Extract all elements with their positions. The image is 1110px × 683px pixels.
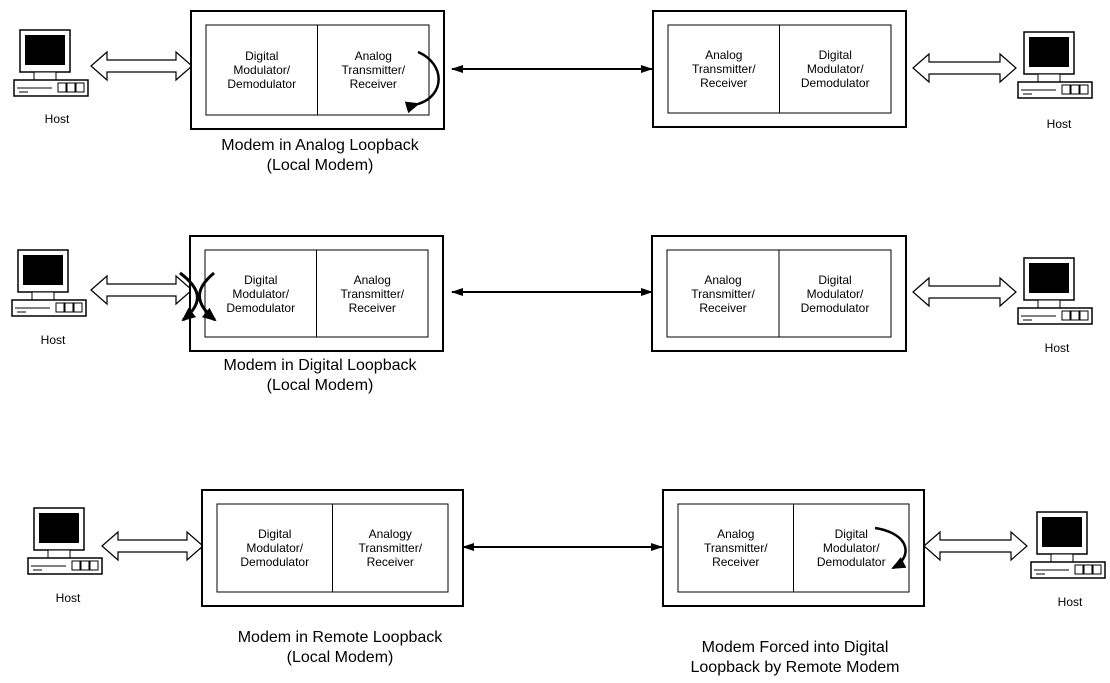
host-link-arrow-3l (101, 530, 204, 562)
caption-1-left: Modem in Analog Loopback (Local Modem) (221, 137, 419, 174)
host-link-arrow-1r (912, 52, 1017, 84)
host-label-3l: Host (55, 591, 81, 605)
loopback-curve-arrow-2a (179, 271, 199, 322)
loopback-curve-arrow-3 (874, 526, 907, 570)
host-computer-icon-2r (1017, 257, 1093, 325)
loopback-curve-arrow-2b (198, 271, 217, 322)
modem-3l-left-cell-label: Digital Modulator/ Demodulator (240, 527, 310, 569)
modem-1r-right-cell-label: Digital Modulator/ Demodulator (800, 48, 870, 90)
modem-1r-left-cell-label: Analog Transmitter/ Receiver (691, 48, 756, 90)
host-label-1l: Host (44, 112, 70, 126)
modem-2l-left-cell-label: Digital Modulator/ Demodulator (226, 272, 296, 315)
modem-1l-left-cell-label: Digital Modulator/ Demodulator (227, 49, 297, 91)
host-label-3r: Host (1057, 595, 1083, 609)
caption-2-left: Modem in Digital Loopback (Local Modem) (223, 357, 417, 394)
host-link-arrow-2r (912, 276, 1017, 308)
host-link-arrow-1l (90, 50, 193, 82)
modem-3l-right-cell-label: Analogy Transmitter/ Receiver (358, 527, 423, 569)
host-computer-icon-3l (27, 507, 103, 575)
host-label-2r: Host (1044, 341, 1070, 355)
modem-3r-left-cell-label: Analog Transmitter/ Receiver (703, 527, 768, 569)
modem-2r-right-cell-label: Digital Modulator/ Demodulator (800, 272, 870, 315)
modem-2r-left-cell-label: Analog Transmitter/ Receiver (691, 272, 755, 315)
host-label-1r: Host (1046, 117, 1072, 131)
host-computer-icon-1r (1017, 31, 1093, 99)
host-computer-icon-1l (13, 29, 89, 97)
caption-3-left: Modem in Remote Loopback (Local Modem) (237, 629, 443, 666)
caption-3-right: Modem Forced into Digital Loopback by Re… (690, 639, 900, 676)
host-link-arrow-2l (90, 274, 193, 306)
host-computer-icon-3r (1030, 511, 1106, 579)
host-link-arrow-3r (923, 530, 1028, 562)
modem-1l-right-cell-label: Analog Transmitter/ Receiver (341, 49, 406, 91)
modem-3r-right-cell-label: Digital Modulator/ Demodulator (816, 527, 886, 569)
modem-2l-right-cell-label: Analog Transmitter/ Receiver (340, 272, 405, 315)
loopback-curve-arrow-1 (404, 50, 440, 114)
host-label-2l: Host (40, 333, 66, 347)
host-computer-icon-2l (11, 249, 87, 317)
